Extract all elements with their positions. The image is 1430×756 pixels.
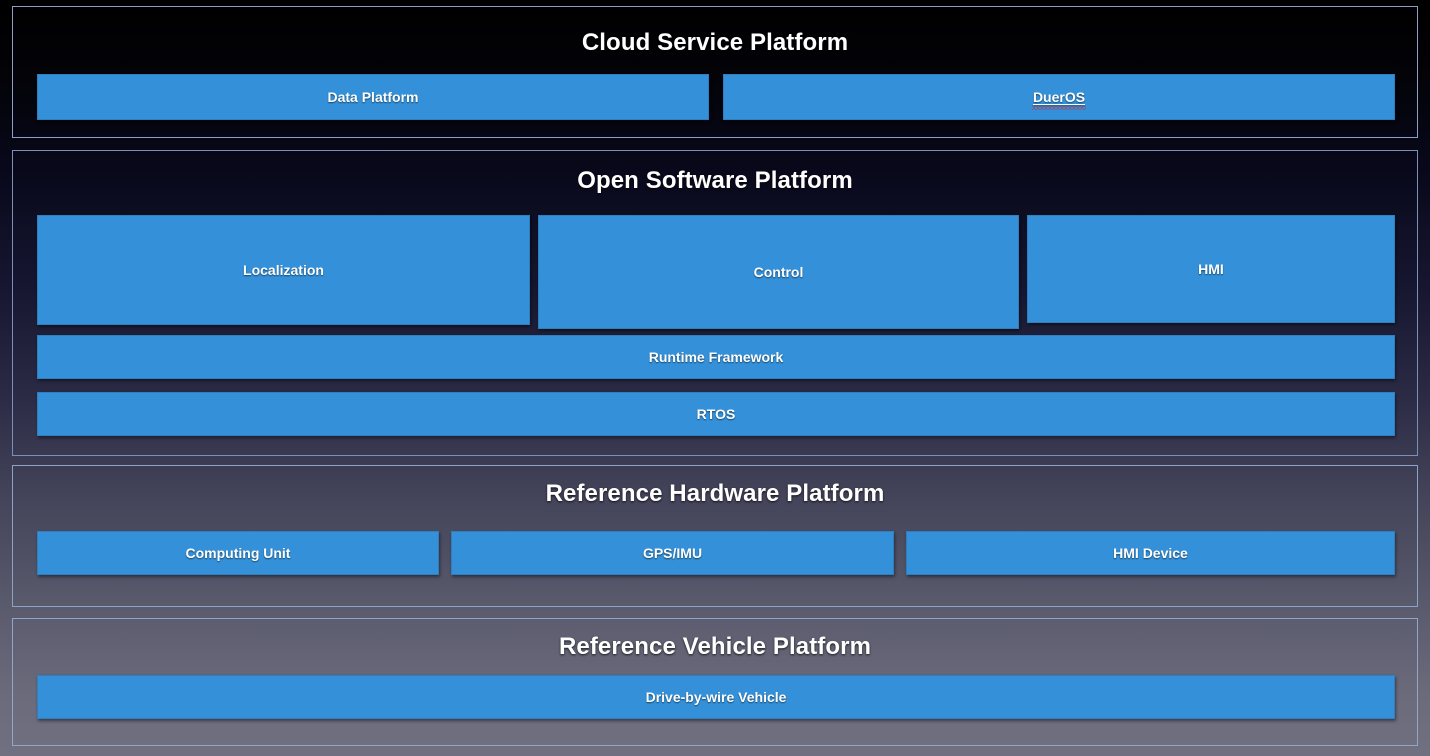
- layer-title-cloud-service-platform: Cloud Service Platform: [581, 29, 849, 56]
- box-hmi[interactable]: HMI: [1027, 215, 1395, 323]
- box-label-data-platform: Data Platform: [327, 89, 419, 105]
- box-hmi-device[interactable]: HMI Device: [906, 531, 1395, 575]
- box-data-platform[interactable]: Data Platform: [37, 74, 709, 120]
- box-label-runtime-framework: Runtime Framework: [648, 349, 784, 365]
- box-runtime-framework[interactable]: Runtime Framework: [37, 335, 1395, 379]
- box-label-control: Control: [753, 264, 804, 280]
- box-label-drive-by-wire-vehicle: Drive-by-wire Vehicle: [645, 689, 787, 705]
- box-computing-unit[interactable]: Computing Unit: [37, 531, 439, 575]
- box-label-gps-imu: GPS/IMU: [642, 545, 703, 561]
- box-label-hmi: HMI: [1198, 261, 1224, 277]
- layer-open-software-platform: Open Software Platform Localization Cont…: [12, 150, 1418, 456]
- box-drive-by-wire-vehicle[interactable]: Drive-by-wire Vehicle: [37, 675, 1395, 719]
- box-label-hmi-device: HMI Device: [1113, 545, 1188, 561]
- layer-reference-vehicle-platform: Reference Vehicle Platform Drive-by-wire…: [12, 618, 1418, 746]
- box-label-dueros: DuerOS: [1031, 89, 1087, 110]
- layer-title-open-software-platform: Open Software Platform: [577, 167, 853, 194]
- layer-cloud-service-platform: Cloud Service Platform Data Platform Due…: [12, 6, 1418, 138]
- layer-title-reference-vehicle-platform: Reference Vehicle Platform: [558, 633, 872, 660]
- layer-title-reference-hardware-platform: Reference Hardware Platform: [545, 480, 885, 507]
- box-localization[interactable]: Localization: [37, 215, 530, 325]
- box-label-localization: Localization: [243, 262, 324, 278]
- box-dueros[interactable]: DuerOS: [723, 74, 1395, 120]
- layer-reference-hardware-platform: Reference Hardware Platform Computing Un…: [12, 465, 1418, 607]
- box-label-computing-unit: Computing Unit: [185, 545, 291, 561]
- box-rtos[interactable]: RTOS: [37, 392, 1395, 436]
- box-control[interactable]: Control: [538, 215, 1019, 329]
- box-label-rtos: RTOS: [696, 406, 736, 422]
- box-gps-imu[interactable]: GPS/IMU: [451, 531, 894, 575]
